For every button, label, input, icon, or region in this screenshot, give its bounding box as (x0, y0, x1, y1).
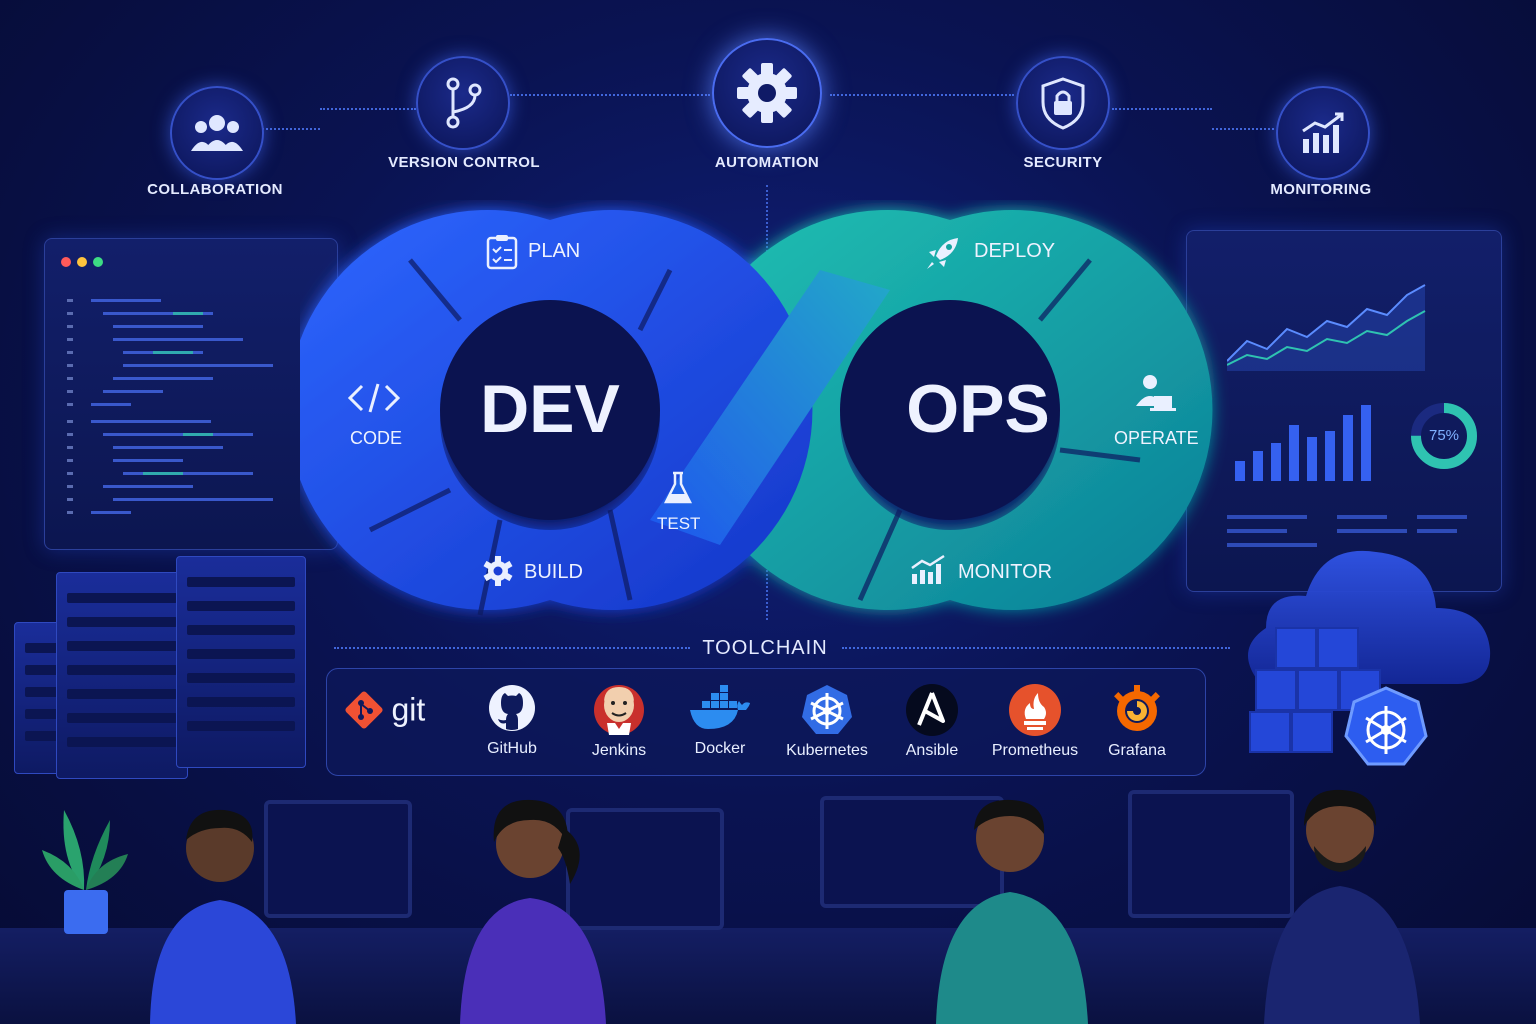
tool-github[interactable]: GitHub (457, 683, 567, 758)
bar-chart-up-icon (1302, 112, 1344, 153)
connector-line (766, 525, 768, 620)
toolchain-line (842, 647, 1230, 649)
jenkins-icon (594, 685, 644, 735)
tool-git[interactable]: git (341, 687, 451, 733)
connector-line (320, 108, 416, 110)
line-chart-widget (1227, 284, 1426, 371)
server-rack (56, 572, 188, 779)
developer-person (936, 799, 1088, 1024)
developer-person (150, 809, 296, 1024)
tool-name: Prometheus (991, 742, 1079, 759)
tool-name: Docker (694, 740, 746, 757)
collaboration-label: COLLABORATION (147, 181, 283, 198)
toolchain-title: TOOLCHAIN (702, 637, 828, 659)
stage-build: BUILD (524, 561, 583, 583)
security-node (1016, 56, 1110, 150)
monitoring-node (1276, 86, 1370, 180)
tool-kubernetes[interactable]: Kubernetes (772, 683, 882, 760)
tool-docker[interactable]: Docker (665, 683, 775, 758)
connector-line (766, 185, 768, 280)
stage-deploy: DEPLOY (974, 240, 1056, 262)
monitor-chart-icon (911, 554, 945, 584)
dev-label: DEV (480, 371, 620, 447)
stage-monitor: MONITOR (958, 561, 1053, 583)
dashboard-monitor (820, 796, 1004, 908)
kubernetes-icon (802, 685, 852, 734)
connector-line (830, 94, 1014, 96)
tool-grafana[interactable]: Grafana (1082, 683, 1192, 760)
donut-chart-widget (1411, 403, 1477, 469)
stage-operate: OPERATE (1114, 428, 1199, 448)
developer-person (460, 799, 606, 1024)
tool-jenkins[interactable]: Jenkins (564, 683, 674, 760)
monitoring-label: MONITORING (1270, 181, 1372, 198)
computer-monitor (566, 808, 724, 930)
grafana-icon (1114, 685, 1160, 731)
dashboard-panel: 75% (1186, 230, 1502, 592)
gear-icon (737, 63, 797, 123)
toolchain-line (334, 647, 690, 649)
toolchain-bar: git GitHub Jenkins (326, 668, 1206, 776)
people-icon (191, 115, 243, 151)
stage-code: CODE (350, 428, 403, 448)
connector-line (262, 128, 320, 130)
prometheus-icon (1009, 684, 1061, 736)
github-icon (489, 685, 535, 731)
bar-chart-widget (1235, 405, 1371, 481)
connector-line (510, 94, 710, 96)
rocket-icon (927, 238, 958, 269)
tool-name: Ansible (905, 742, 959, 759)
automation-node (712, 38, 822, 148)
flask-icon (663, 471, 693, 504)
donut-value: 75% (1428, 427, 1460, 444)
tool-prometheus[interactable]: Prometheus (980, 683, 1090, 760)
cloud-kubernetes-illustration (1248, 550, 1491, 766)
code-editor-panel (44, 238, 338, 550)
git-icon (345, 691, 383, 729)
tool-name: GitHub (487, 740, 537, 757)
computer-monitor (264, 800, 412, 918)
tool-ansible[interactable]: Ansible (877, 683, 987, 760)
build-gear-icon (483, 556, 513, 586)
tool-name: Jenkins (591, 742, 647, 759)
connector-line (1212, 128, 1274, 130)
code-brackets-icon (347, 383, 401, 413)
server-rack (176, 556, 306, 768)
security-label: SECURITY (1023, 154, 1103, 171)
stat-lines-widget (1227, 515, 1467, 547)
shield-lock-icon (1041, 77, 1085, 130)
operator-laptop-icon (1136, 375, 1176, 411)
docker-icon (690, 685, 750, 729)
window-dot (77, 257, 87, 267)
automation-label: AUTOMATION (714, 154, 820, 171)
connector-line (1112, 108, 1212, 110)
stage-plan: PLAN (528, 240, 581, 262)
tool-name: Grafana (1108, 742, 1166, 759)
tool-name: git (391, 691, 426, 728)
ops-label: OPS (906, 371, 1050, 447)
window-dot (61, 257, 71, 267)
computer-monitor (1128, 790, 1294, 918)
version-control-node (416, 56, 510, 150)
ansible-icon (906, 684, 958, 736)
stage-test: TEST (657, 514, 701, 533)
code-lines (67, 299, 273, 514)
window-dot (93, 257, 103, 267)
plant-illustration (42, 810, 128, 934)
version-control-label: VERSION CONTROL (388, 154, 540, 171)
collaboration-node (170, 86, 264, 180)
developer-person (1264, 789, 1420, 1024)
tool-name: Kubernetes (786, 742, 868, 759)
branch-icon (446, 77, 482, 129)
clipboard-checklist-icon (486, 235, 518, 270)
devops-infinity-loop (300, 209, 1213, 616)
